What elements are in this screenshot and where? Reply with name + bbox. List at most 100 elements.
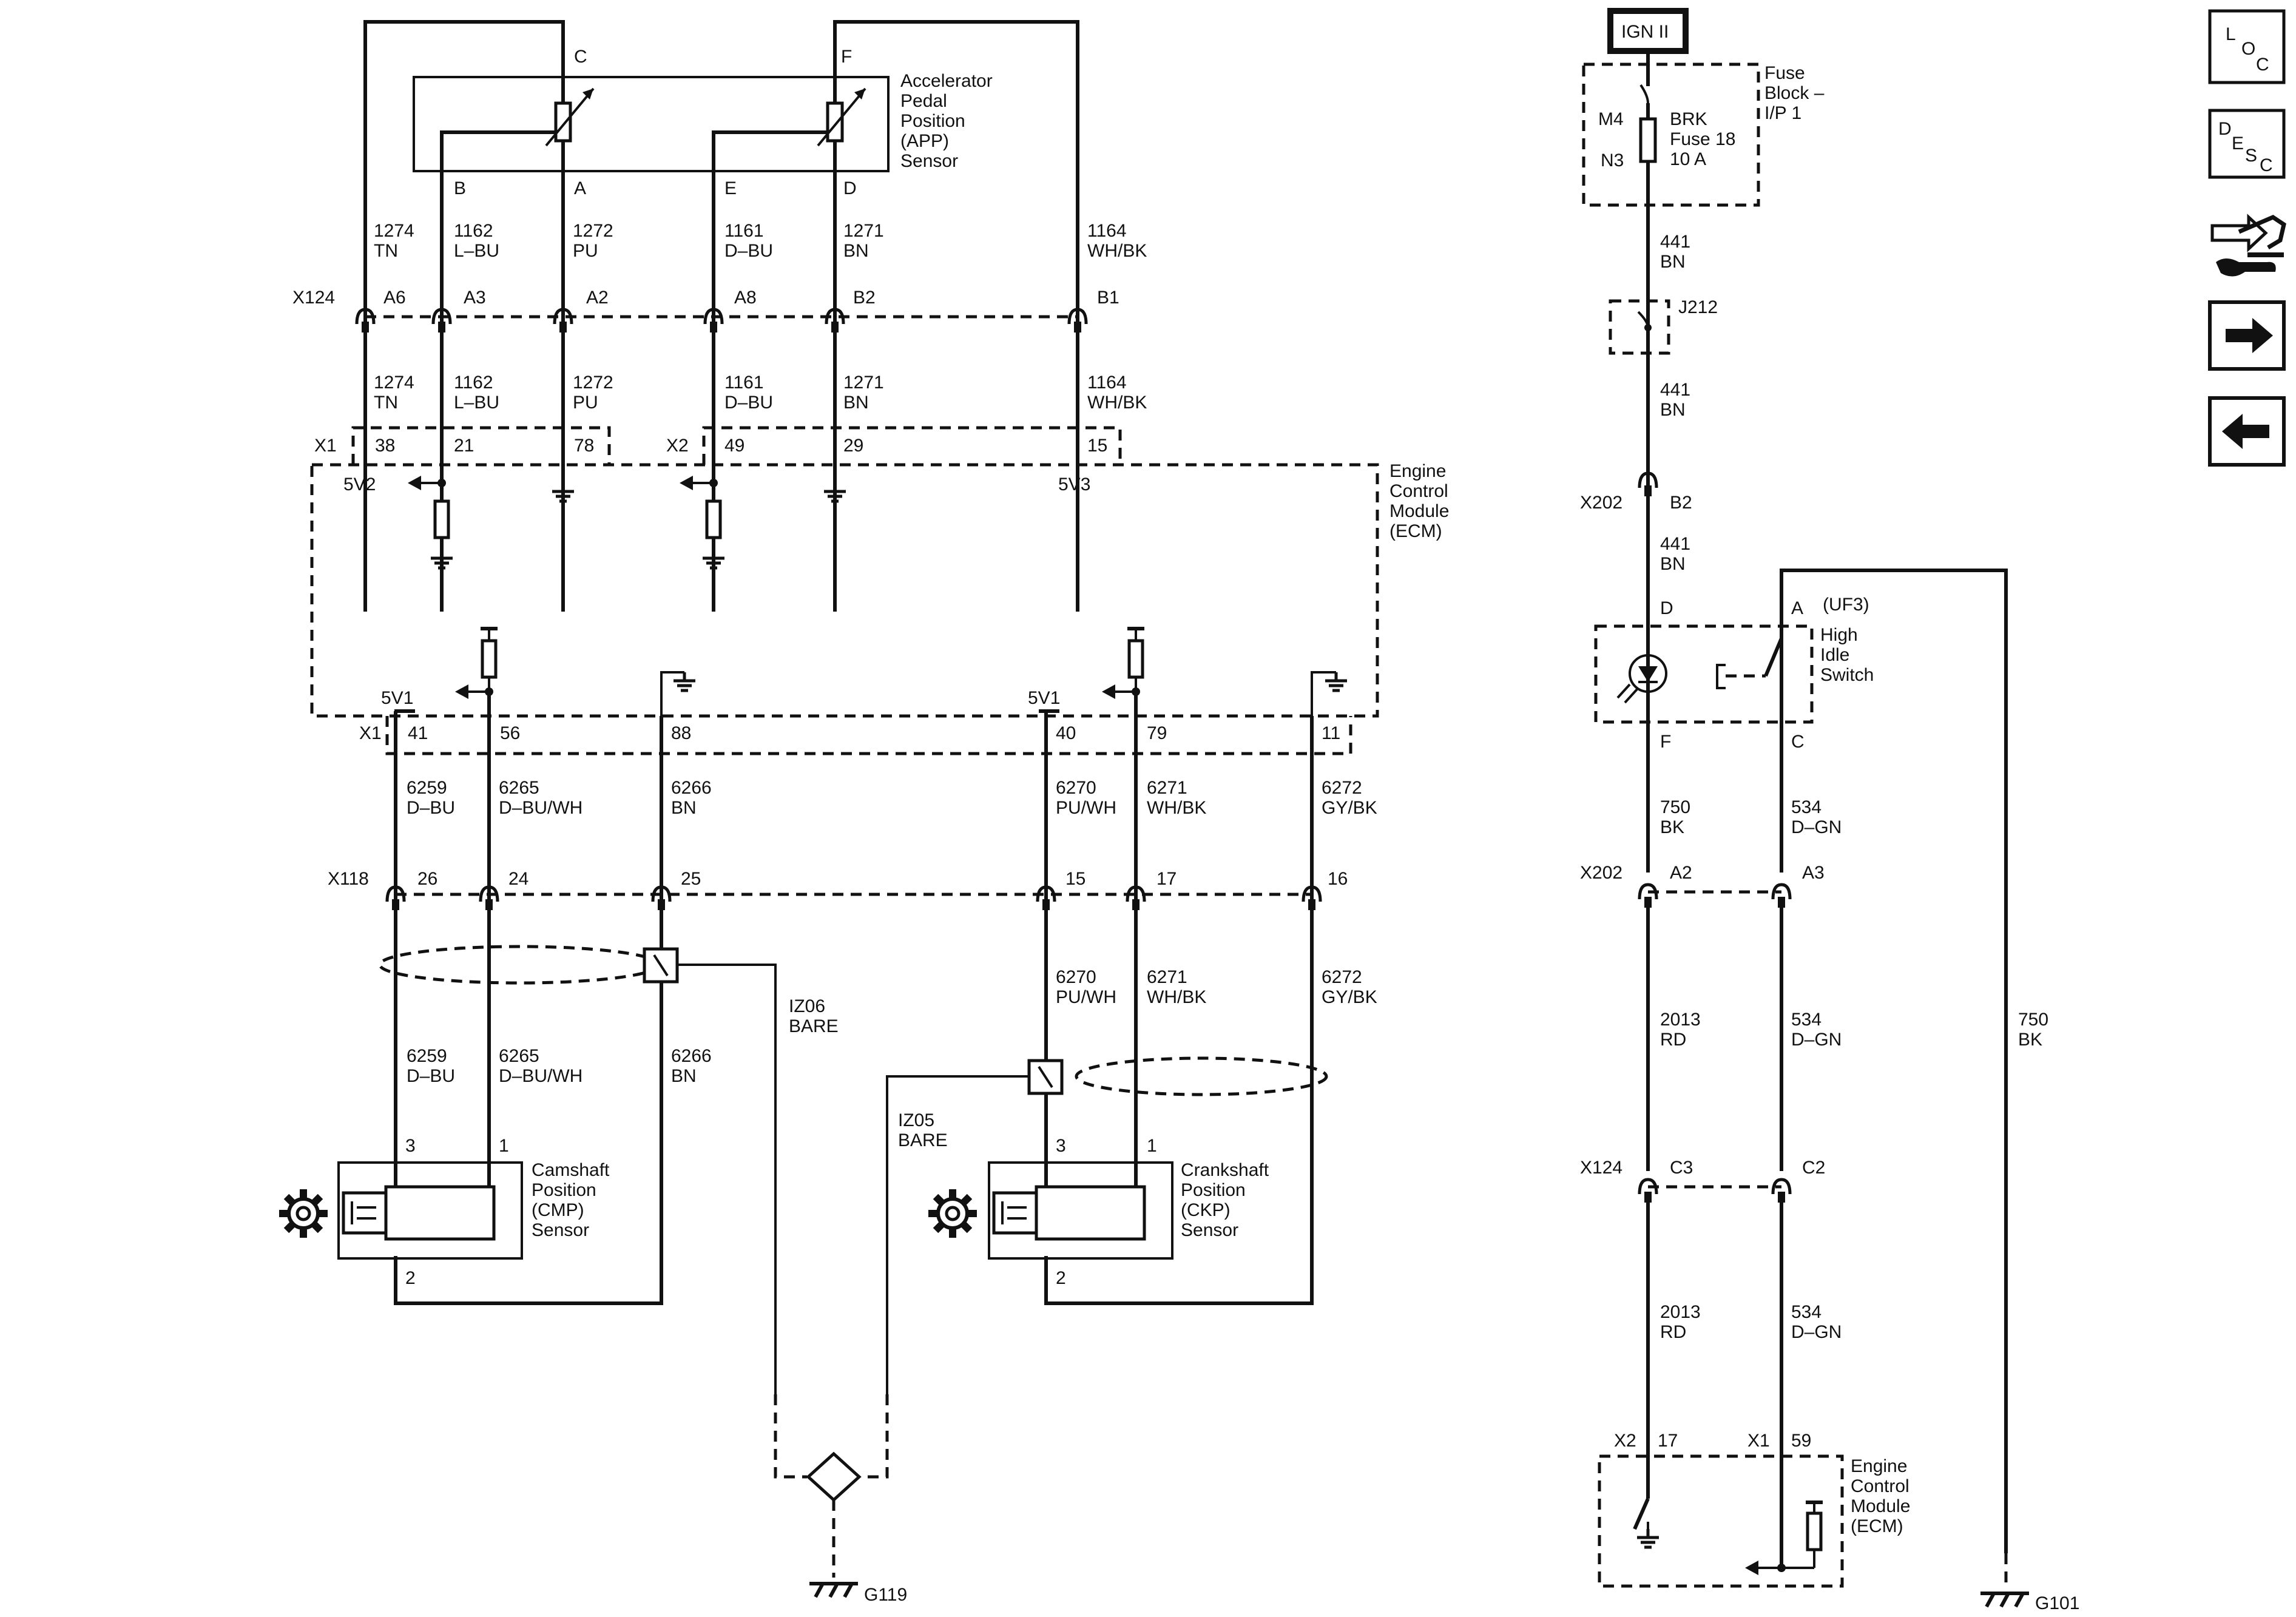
svg-text:11: 11 — [1322, 723, 1340, 743]
svg-text:L–BU: L–BU — [454, 241, 499, 261]
fuse-label: BRK Fuse 18 10 A — [1670, 109, 1735, 169]
previous-arrow-icon[interactable] — [2208, 396, 2286, 467]
svg-text:C: C — [2260, 155, 2273, 175]
svg-text:TN: TN — [374, 241, 398, 261]
svg-text:6272: 6272 — [1322, 778, 1362, 798]
ckp-sensor: 3 1 2 Crankshaft Position (CKP) Sensor — [928, 1136, 1269, 1288]
svg-text:BN: BN — [843, 393, 869, 413]
svg-text:C3: C3 — [1670, 1158, 1693, 1178]
high-idle-switch: D A F C (UF3) High Idle Switch — [1594, 569, 2008, 1553]
ecm-label: Engine Control Module (ECM) — [1389, 461, 1449, 541]
svg-text:Pedal: Pedal — [900, 91, 947, 111]
app-pin-b: B — [454, 178, 466, 198]
svg-text:L: L — [2226, 24, 2236, 44]
svg-text:X1: X1 — [314, 436, 337, 456]
ground-g101: G101 — [2035, 1593, 2079, 1613]
svg-text:5V1: 5V1 — [381, 688, 413, 708]
svg-text:6272: 6272 — [1322, 967, 1362, 987]
svg-text:441: 441 — [1660, 380, 1690, 400]
svg-text:Module: Module — [1851, 1496, 1910, 1516]
svg-text:1: 1 — [1147, 1136, 1157, 1156]
svg-text:(APP): (APP) — [900, 131, 949, 151]
svg-text:Idle: Idle — [1820, 645, 1849, 665]
svg-text:1271: 1271 — [843, 221, 884, 241]
svg-text:1272: 1272 — [573, 373, 613, 393]
svg-text:A2: A2 — [586, 288, 609, 308]
svg-text:D: D — [2218, 119, 2232, 139]
svg-text:750: 750 — [1660, 797, 1690, 817]
svg-text:X1: X1 — [359, 723, 382, 743]
svg-text:41: 41 — [408, 723, 428, 743]
svg-text:PU/WH: PU/WH — [1056, 798, 1116, 818]
svg-text:D–BU/WH: D–BU/WH — [499, 798, 582, 818]
splice-j212: J212 — [1678, 297, 1718, 317]
svg-text:1164: 1164 — [1087, 373, 1127, 393]
svg-text:Sensor: Sensor — [900, 151, 958, 171]
svg-text:D–BU: D–BU — [407, 798, 455, 818]
svg-text:GY/BK: GY/BK — [1322, 987, 1377, 1007]
svg-text:B1: B1 — [1097, 288, 1119, 308]
svg-text:PU: PU — [573, 393, 598, 413]
fuse-block-label: Fuse Block – I/P 1 — [1764, 63, 1825, 123]
svg-text:A6: A6 — [383, 288, 406, 308]
svg-text:C2: C2 — [1802, 1158, 1825, 1178]
svg-text:40: 40 — [1056, 723, 1076, 743]
gear-icon — [928, 1189, 977, 1238]
svg-text:1274: 1274 — [374, 221, 414, 241]
svg-text:79: 79 — [1147, 723, 1167, 743]
svg-text:(UF3): (UF3) — [1823, 595, 1869, 615]
svg-text:D–BU: D–BU — [407, 1066, 455, 1086]
svg-text:F: F — [1660, 732, 1671, 752]
svg-text:49: 49 — [724, 436, 745, 456]
svg-text:BK: BK — [1660, 817, 1684, 837]
description-icon[interactable]: D E S C — [2208, 109, 2286, 179]
svg-text:RD: RD — [1660, 1322, 1686, 1342]
svg-text:2013: 2013 — [1660, 1302, 1701, 1322]
svg-text:X118: X118 — [328, 869, 369, 889]
svg-text:Camshaft: Camshaft — [532, 1160, 610, 1180]
svg-text:A3: A3 — [464, 288, 486, 308]
ign-label: IGN II — [1621, 22, 1669, 42]
svg-text:L–BU: L–BU — [454, 393, 499, 413]
svg-text:B2: B2 — [1670, 493, 1692, 513]
svg-text:Control: Control — [1389, 481, 1448, 501]
svg-text:6266: 6266 — [671, 778, 712, 798]
svg-text:1162: 1162 — [454, 221, 493, 241]
svg-text:1164: 1164 — [1087, 221, 1127, 241]
svg-text:Fuse: Fuse — [1764, 63, 1805, 83]
svg-text:Control: Control — [1851, 1476, 1909, 1496]
svg-text:5V2: 5V2 — [343, 474, 376, 495]
svg-text:6270: 6270 — [1056, 967, 1096, 987]
cmp-sensor: 3 1 2 Camshaft Position (CMP) Sensor — [279, 1136, 610, 1288]
svg-text:BN: BN — [1660, 554, 1686, 574]
drain-iz05: IZ05 — [898, 1110, 934, 1130]
svg-text:GY/BK: GY/BK — [1322, 798, 1377, 818]
svg-text:15: 15 — [1087, 436, 1107, 456]
svg-text:6265: 6265 — [499, 778, 539, 798]
ecm-upper: X1 38 21 78 X2 49 29 15 5V2 5V3 Engine C… — [310, 426, 1449, 718]
svg-text:X124: X124 — [292, 288, 335, 308]
svg-text:56: 56 — [500, 723, 520, 743]
svg-text:Engine: Engine — [1851, 1456, 1907, 1476]
location-icon[interactable]: L O C — [2208, 9, 2286, 84]
svg-text:(ECM): (ECM) — [1389, 521, 1442, 541]
svg-text:24: 24 — [508, 869, 528, 889]
next-arrow-icon[interactable] — [2208, 300, 2286, 371]
connector-tools-icon[interactable] — [2210, 214, 2286, 277]
svg-text:S: S — [2245, 146, 2257, 166]
svg-text:M4: M4 — [1598, 109, 1624, 129]
svg-text:441: 441 — [1660, 232, 1690, 252]
svg-text:Module: Module — [1389, 501, 1449, 521]
ecm-right-label: Engine Control Module (ECM) — [1851, 1456, 1910, 1536]
svg-text:A3: A3 — [1802, 863, 1825, 883]
svg-text:C: C — [1791, 732, 1805, 752]
svg-text:3: 3 — [1056, 1136, 1066, 1156]
connector-x118: X118 26 24 25 15 17 16 — [328, 869, 1348, 910]
svg-text:I/P 1: I/P 1 — [1764, 103, 1801, 123]
svg-text:Crankshaft: Crankshaft — [1181, 1160, 1269, 1180]
svg-text:6266: 6266 — [671, 1046, 712, 1066]
svg-text:PU: PU — [573, 241, 598, 261]
ckp-label: Crankshaft Position (CKP) Sensor — [1181, 1160, 1269, 1240]
